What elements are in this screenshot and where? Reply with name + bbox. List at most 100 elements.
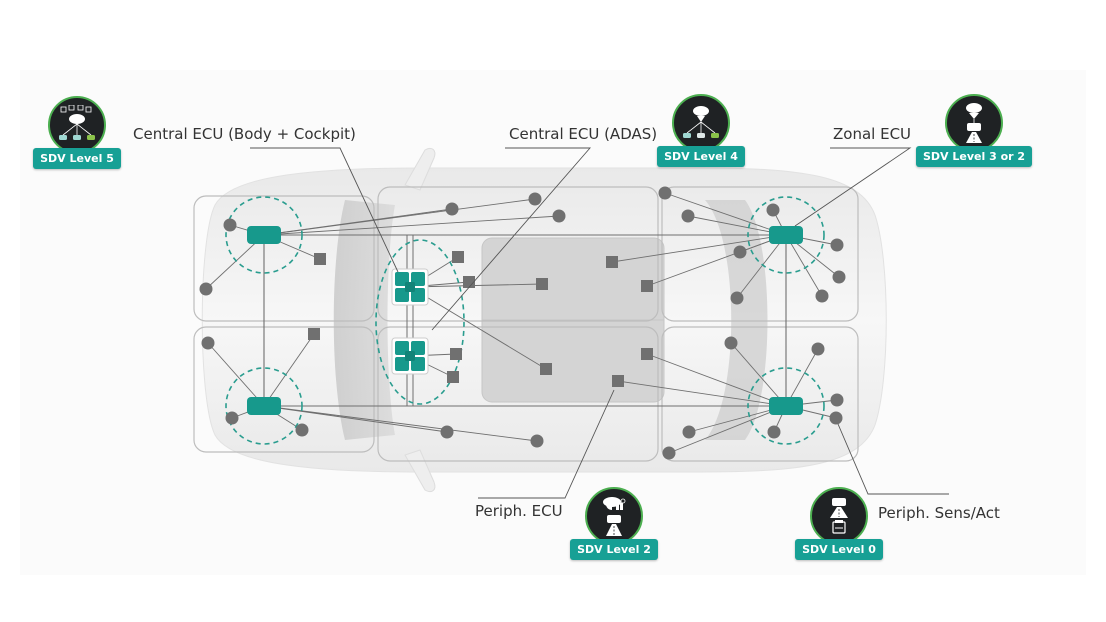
peripheral-sensor-actuator xyxy=(552,209,566,223)
callout-central-adas: Central ECU (ADAS) xyxy=(509,125,658,143)
sdv-level-4-label: SDV Level 4 xyxy=(657,146,745,167)
zone-box-center-bottom xyxy=(377,326,659,462)
zonal-ecu xyxy=(247,226,281,244)
peripheral-sensor-actuator xyxy=(815,289,829,303)
leader-periph-ecu xyxy=(478,389,615,499)
windshield xyxy=(333,200,395,440)
sensor-link xyxy=(664,192,787,236)
central-ecu-hub xyxy=(405,351,415,361)
sensor-link xyxy=(668,405,787,454)
callout-zonal-ecu: Zonal ECU xyxy=(833,125,912,143)
central-ecu xyxy=(391,268,429,306)
peripheral-ecu-link xyxy=(409,283,543,288)
peripheral-ecu-link xyxy=(646,234,787,287)
peripheral-sensor-actuator xyxy=(730,291,744,305)
peripheral-sensor-actuator xyxy=(199,282,213,296)
peripheral-ecu xyxy=(536,278,548,290)
callout-periph-sens-act: Periph. Sens/Act xyxy=(878,504,1000,522)
sdv-level-4-badge: SDV Level 4 xyxy=(657,94,745,167)
peripheral-ecu xyxy=(450,348,462,360)
sdv-level-0-badge: SDV Level 0 xyxy=(795,487,883,560)
peripheral-sensor-actuator xyxy=(295,423,309,437)
leader-central-body-cockpit xyxy=(250,147,399,273)
rear-window xyxy=(705,200,768,440)
peripheral-ecu-link xyxy=(617,380,787,407)
cloud-apps-to-three-cars-icon xyxy=(48,96,106,154)
peripheral-sensor-actuator xyxy=(658,186,672,200)
peripheral-sensor-actuator xyxy=(830,238,844,252)
peripheral-ecu xyxy=(540,363,552,375)
peripheral-ecu xyxy=(612,375,624,387)
callout-periph-ecu: Periph. ECU xyxy=(475,502,563,520)
sdv-level-3-2-label: SDV Level 3 or 2 xyxy=(915,146,1033,167)
peripheral-ecu xyxy=(641,280,653,292)
peripheral-sensor-actuator xyxy=(201,336,215,350)
peripheral-sensor-actuator xyxy=(724,336,738,350)
sensor-link xyxy=(263,215,560,236)
sensor-link xyxy=(207,342,265,407)
callout-central-body-cockpit: Central ECU (Body + Cockpit) xyxy=(133,125,356,143)
peripheral-ecu-link xyxy=(409,286,547,370)
peripheral-sensor-actuator xyxy=(225,411,239,425)
sensor-link xyxy=(736,234,787,299)
peripheral-sensor-actuator xyxy=(733,245,747,259)
zone-boundary-dashed xyxy=(747,367,825,445)
peripheral-sensor-actuator xyxy=(662,446,676,460)
zone-box-front-right xyxy=(193,326,375,453)
peripheral-ecu-link xyxy=(263,333,315,407)
peripheral-sensor-actuator xyxy=(832,270,846,284)
sdv-level-5-badge: SDV Level 5 xyxy=(33,96,121,169)
central-ecu-hub xyxy=(405,282,415,292)
peripheral-ecu xyxy=(308,328,320,340)
zone-box-front-left xyxy=(193,195,375,322)
peripheral-ecu-link xyxy=(611,234,787,263)
sensor-link xyxy=(785,348,819,407)
cloud-shield-car-on-road-icon xyxy=(585,487,643,545)
sdv-level-3-2-badge: SDV Level 3 or 2 xyxy=(915,94,1033,167)
zonal-ecu xyxy=(769,397,803,415)
sensor-link xyxy=(263,198,536,236)
peripheral-sensor-actuator xyxy=(829,411,843,425)
sdv-level-0-label: SDV Level 0 xyxy=(795,539,883,560)
cloud-to-three-cars-icon xyxy=(672,94,730,152)
peripheral-sensor-actuator xyxy=(682,425,696,439)
zonal-ecu xyxy=(247,397,281,415)
peripheral-sensor-actuator xyxy=(223,218,237,232)
central-ecu xyxy=(391,337,429,375)
peripheral-ecu xyxy=(452,251,464,263)
peripheral-ecu xyxy=(641,348,653,360)
peripheral-ecu xyxy=(606,256,618,268)
zone-boundary-dashed xyxy=(225,367,303,445)
sensor-link xyxy=(730,342,787,407)
peripheral-sensor-actuator xyxy=(530,434,544,448)
leader-zonal-ecu xyxy=(794,147,912,227)
peripheral-sensor-actuator xyxy=(811,342,825,356)
peripheral-ecu xyxy=(447,371,459,383)
peripheral-ecu xyxy=(463,276,475,288)
peripheral-sensor-actuator xyxy=(830,393,844,407)
zone-boundary-dashed xyxy=(225,196,303,274)
zone-boundary-dashed xyxy=(747,196,825,274)
peripheral-ecu-link xyxy=(646,353,787,407)
sensor-link xyxy=(263,405,538,442)
zone-box-rear-right xyxy=(661,326,859,462)
peripheral-sensor-actuator xyxy=(681,209,695,223)
zonal-ecu xyxy=(769,226,803,244)
peripheral-sensor-actuator xyxy=(445,202,459,216)
sdv-level-2-label: SDV Level 2 xyxy=(570,539,658,560)
sdv-level-5-label: SDV Level 5 xyxy=(33,148,121,169)
peripheral-ecu xyxy=(314,253,326,265)
peripheral-sensor-actuator xyxy=(528,192,542,206)
cloud-to-car-on-road-icon xyxy=(945,94,1003,152)
left-mirror xyxy=(404,147,436,191)
zone-box-center-top xyxy=(377,186,659,322)
central-zone-boundary-dashed xyxy=(375,239,465,405)
peripheral-sensor-actuator xyxy=(766,203,780,217)
sdv-level-2-badge: SDV Level 2 xyxy=(570,487,658,560)
car-on-road-with-chip-icon xyxy=(810,487,868,545)
car-silhouette xyxy=(201,147,887,493)
peripheral-sensor-actuator xyxy=(767,425,781,439)
peripheral-sensor-actuator xyxy=(440,425,454,439)
